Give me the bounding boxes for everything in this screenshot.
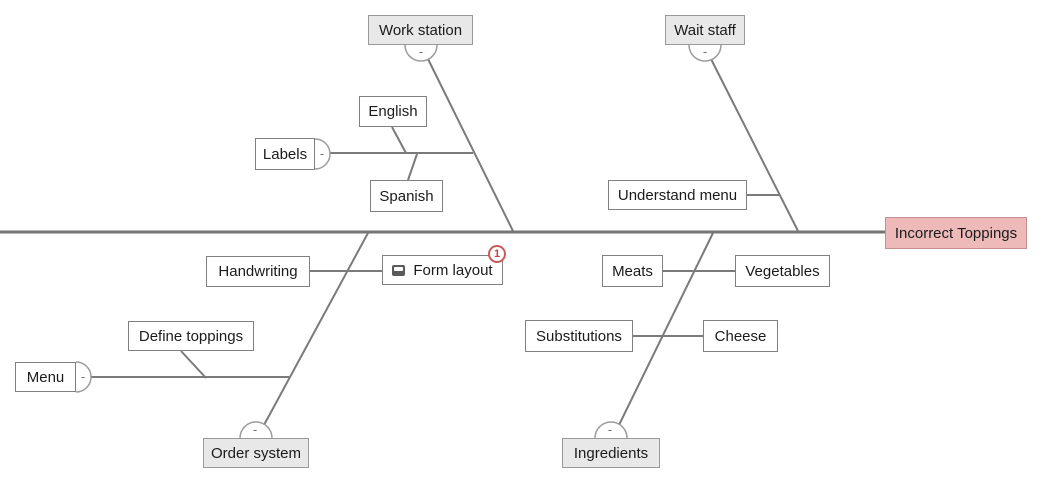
cause-label: Cheese — [714, 327, 767, 345]
collapse-toggle-menu[interactable]: - — [75, 361, 92, 393]
cause-box-vegetables[interactable]: Vegetables — [735, 255, 830, 287]
category-box-work-station[interactable]: Work station — [368, 15, 473, 45]
cause-label: Vegetables — [745, 262, 820, 280]
toggle-arc — [239, 421, 273, 439]
toggle-arc — [404, 44, 438, 62]
category-label: Wait staff — [674, 21, 736, 39]
cause-box-understand-menu[interactable]: Understand menu — [608, 180, 747, 210]
category-label: Work station — [378, 21, 463, 39]
connector-define-toppings — [180, 350, 207, 379]
cause-box-substitutions[interactable]: Substitutions — [525, 320, 633, 352]
cause-box-english[interactable]: English — [359, 96, 427, 127]
toggle-arc — [688, 44, 722, 62]
bone-work-station — [427, 58, 514, 232]
minus-glyph: - — [81, 369, 85, 384]
category-box-ingredients[interactable]: Ingredients — [562, 438, 660, 468]
bone-order-system — [263, 232, 369, 426]
cause-label: Understand menu — [617, 186, 738, 204]
bone-ingredients — [618, 232, 714, 426]
toggle-arc — [594, 421, 628, 439]
connector-spanish — [407, 153, 418, 181]
cause-box-cheese[interactable]: Cheese — [703, 320, 778, 352]
toggle-arc — [314, 138, 331, 170]
minus-glyph: - — [608, 422, 612, 437]
cause-label: Labels — [262, 145, 308, 163]
category-box-order-system[interactable]: Order system — [203, 438, 309, 468]
cause-box-labels[interactable]: Labels — [255, 138, 315, 170]
category-box-wait-staff[interactable]: Wait staff — [665, 15, 745, 45]
minus-glyph: - — [419, 44, 423, 59]
category-label: Order system — [210, 444, 301, 462]
cause-label: Define toppings — [138, 327, 244, 345]
effect-box-incorrect-toppings[interactable]: Incorrect Toppings — [885, 217, 1027, 249]
cause-label: Substitutions — [536, 327, 622, 345]
collapse-toggle-work-station[interactable]: - — [404, 44, 438, 62]
category-label: Ingredients — [573, 444, 649, 462]
badge-count: 1 — [493, 248, 501, 260]
connector-english — [391, 126, 407, 154]
toggle-arc — [75, 361, 92, 393]
comment-icon-page — [394, 266, 404, 271]
collapse-toggle-ingredients[interactable]: - — [594, 421, 628, 439]
cause-label: Menu — [26, 368, 65, 386]
cause-label: Handwriting — [218, 263, 298, 280]
collapse-toggle-wait-staff[interactable]: - — [688, 44, 722, 62]
comment-count-badge[interactable]: 1 — [488, 245, 506, 263]
minus-glyph: - — [320, 146, 324, 161]
collapse-toggle-labels[interactable]: - — [314, 138, 331, 170]
cause-label: English — [368, 103, 418, 120]
cause-box-spanish[interactable]: Spanish — [370, 180, 443, 212]
cause-label: Spanish — [379, 187, 434, 205]
effect-label: Incorrect Toppings — [894, 224, 1018, 242]
cause-box-handwriting[interactable]: Handwriting — [206, 256, 310, 287]
cause-box-define-toppings[interactable]: Define toppings — [128, 321, 254, 351]
cause-box-meats[interactable]: Meats — [602, 255, 663, 287]
bone-wait-staff — [710, 58, 799, 232]
minus-glyph: - — [253, 422, 257, 437]
collapse-toggle-order-system[interactable]: - — [239, 421, 273, 439]
comment-icon[interactable] — [392, 264, 406, 276]
minus-glyph: - — [703, 44, 707, 59]
cause-box-form-layout[interactable]: Form layout — [382, 255, 503, 285]
cause-label: Meats — [612, 262, 653, 280]
cause-label: Form layout — [413, 261, 493, 279]
cause-box-menu[interactable]: Menu — [15, 362, 76, 392]
